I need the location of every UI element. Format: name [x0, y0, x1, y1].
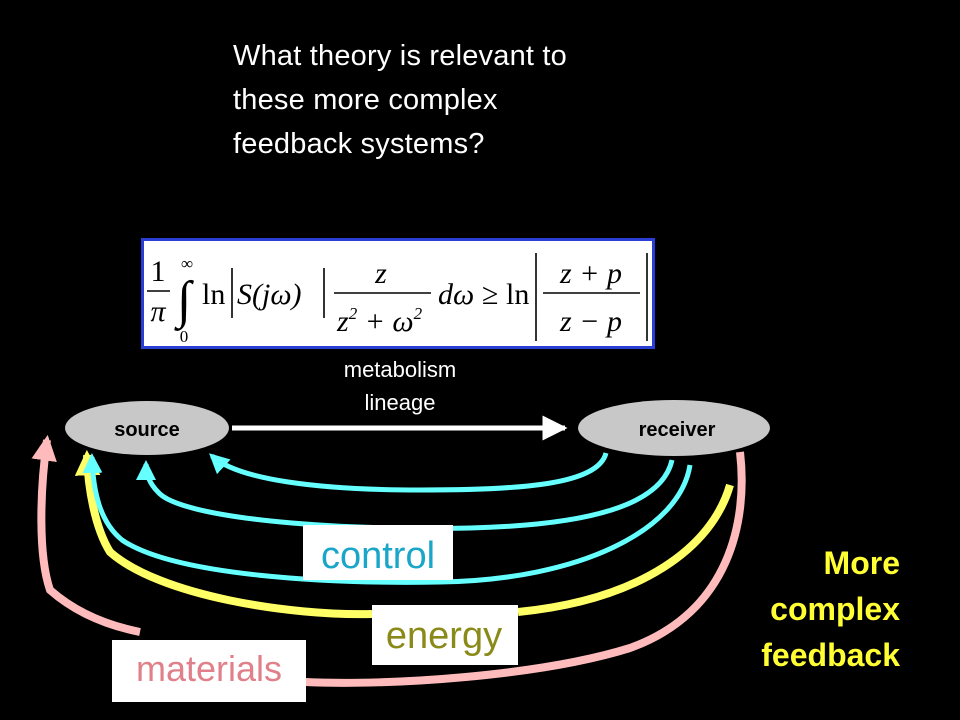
control-label: control	[321, 535, 435, 577]
formula-ln: ln	[202, 278, 225, 311]
receiver-node	[578, 400, 770, 456]
more-complex-feedback-text: More complex feedback	[680, 540, 900, 678]
formula-lower-limit: 0	[180, 327, 189, 346]
formula-box: 1 π ∞ ∫ 0 ln S(jω) z z2 + ω2 dω ≥ ln z +…	[141, 238, 655, 349]
formula-fraction-denominator: z2 + ω2	[336, 304, 423, 338]
formula-upper-limit: ∞	[181, 254, 193, 273]
more-line: More	[823, 545, 900, 581]
question-line: these more complex	[233, 84, 498, 116]
formula-lhs-numerator: 1	[151, 255, 166, 288]
formula-argument: S(jω)	[237, 278, 302, 311]
integral-sign-icon: ∫	[174, 272, 194, 331]
control-label-box	[303, 525, 453, 580]
formula-rhs-numerator: z + p	[559, 257, 622, 290]
formula-rhs-denominator: z − p	[559, 305, 622, 338]
formula-fraction-numerator: z	[374, 257, 387, 290]
bode-integral-formula: 1 π ∞ ∫ 0 ln S(jω) z z2 + ω2 dω ≥ ln z +…	[147, 253, 648, 346]
materials-feedback-arrowhead	[31, 434, 141, 636]
energy-feedback-arrow	[517, 483, 734, 616]
formula-ln-rhs: ln	[506, 278, 529, 311]
more-line: complex	[770, 591, 900, 627]
metabolism-label: metabolism	[343, 357, 457, 382]
formula-pi: π	[150, 295, 166, 328]
question-text: What theory is relevant to these more co…	[233, 34, 693, 166]
energy-feedback-arrowhead	[74, 449, 373, 619]
materials-label: materials	[136, 648, 282, 689]
energy-label-box	[372, 605, 518, 665]
formula-differential: dω	[438, 278, 474, 311]
source-label: source	[114, 419, 180, 441]
formula-geq: ≥	[482, 278, 498, 311]
materials-label-box	[112, 640, 306, 702]
energy-label: energy	[386, 615, 502, 657]
lineage-label: lineage	[364, 390, 436, 415]
receiver-label: receiver	[639, 419, 716, 441]
materials-feedback-arrow	[304, 451, 746, 687]
question-line: feedback systems?	[233, 128, 485, 160]
more-line: feedback	[761, 637, 900, 673]
source-node	[65, 401, 229, 455]
question-line: What theory is relevant to	[233, 40, 568, 72]
control-feedback-arrow-inner	[209, 452, 609, 493]
control-feedback-arrow-outer	[82, 453, 693, 585]
